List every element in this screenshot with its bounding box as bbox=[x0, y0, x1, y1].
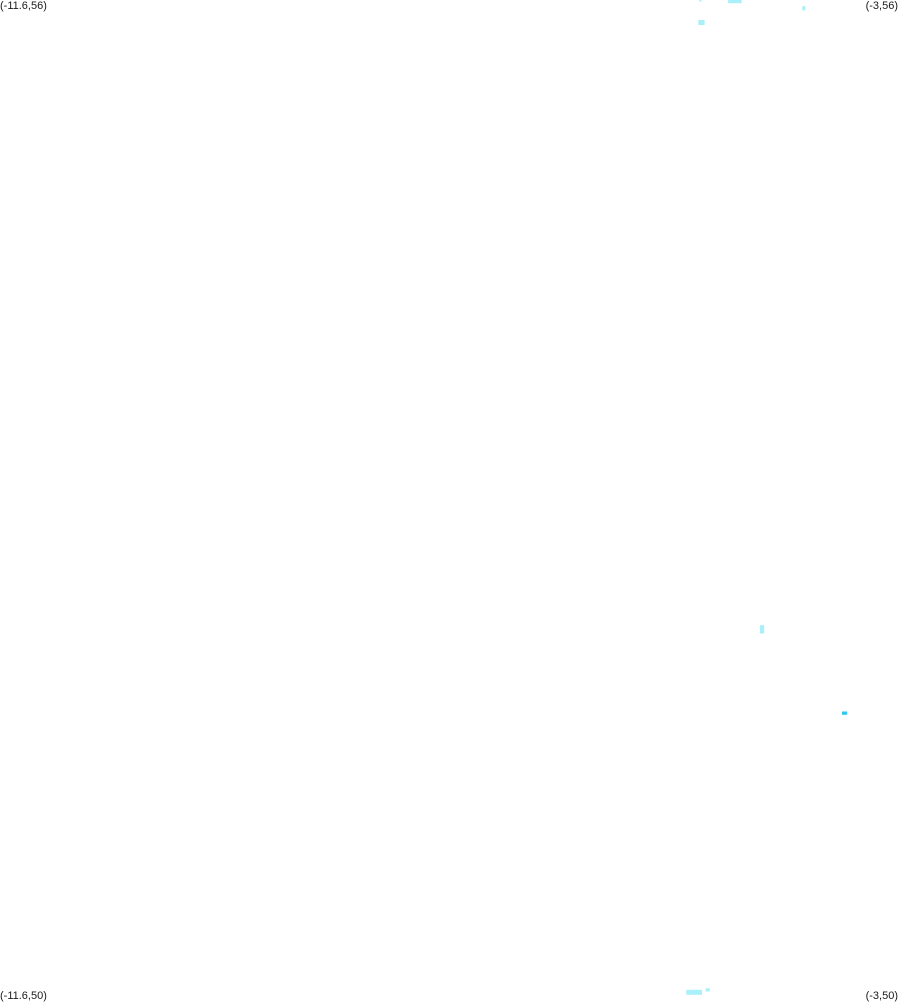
map-feature-8 bbox=[705, 988, 710, 992]
corner-label-top-left: (-11.6,56) bbox=[0, 0, 47, 12]
corner-label-top-right: (-3,56) bbox=[865, 0, 898, 12]
map-feature-2 bbox=[728, 0, 742, 4]
corner-label-bottom-right: (-3,50) bbox=[865, 990, 898, 1002]
map-feature-5 bbox=[760, 625, 765, 634]
map-feature-1 bbox=[699, 0, 702, 2]
map-feature-3 bbox=[698, 20, 705, 25]
corner-label-bottom-left: (-11.6,50) bbox=[0, 990, 47, 1002]
map-feature-7 bbox=[686, 989, 702, 995]
map-feature-6 bbox=[842, 711, 848, 715]
map-feature-4 bbox=[802, 6, 806, 11]
